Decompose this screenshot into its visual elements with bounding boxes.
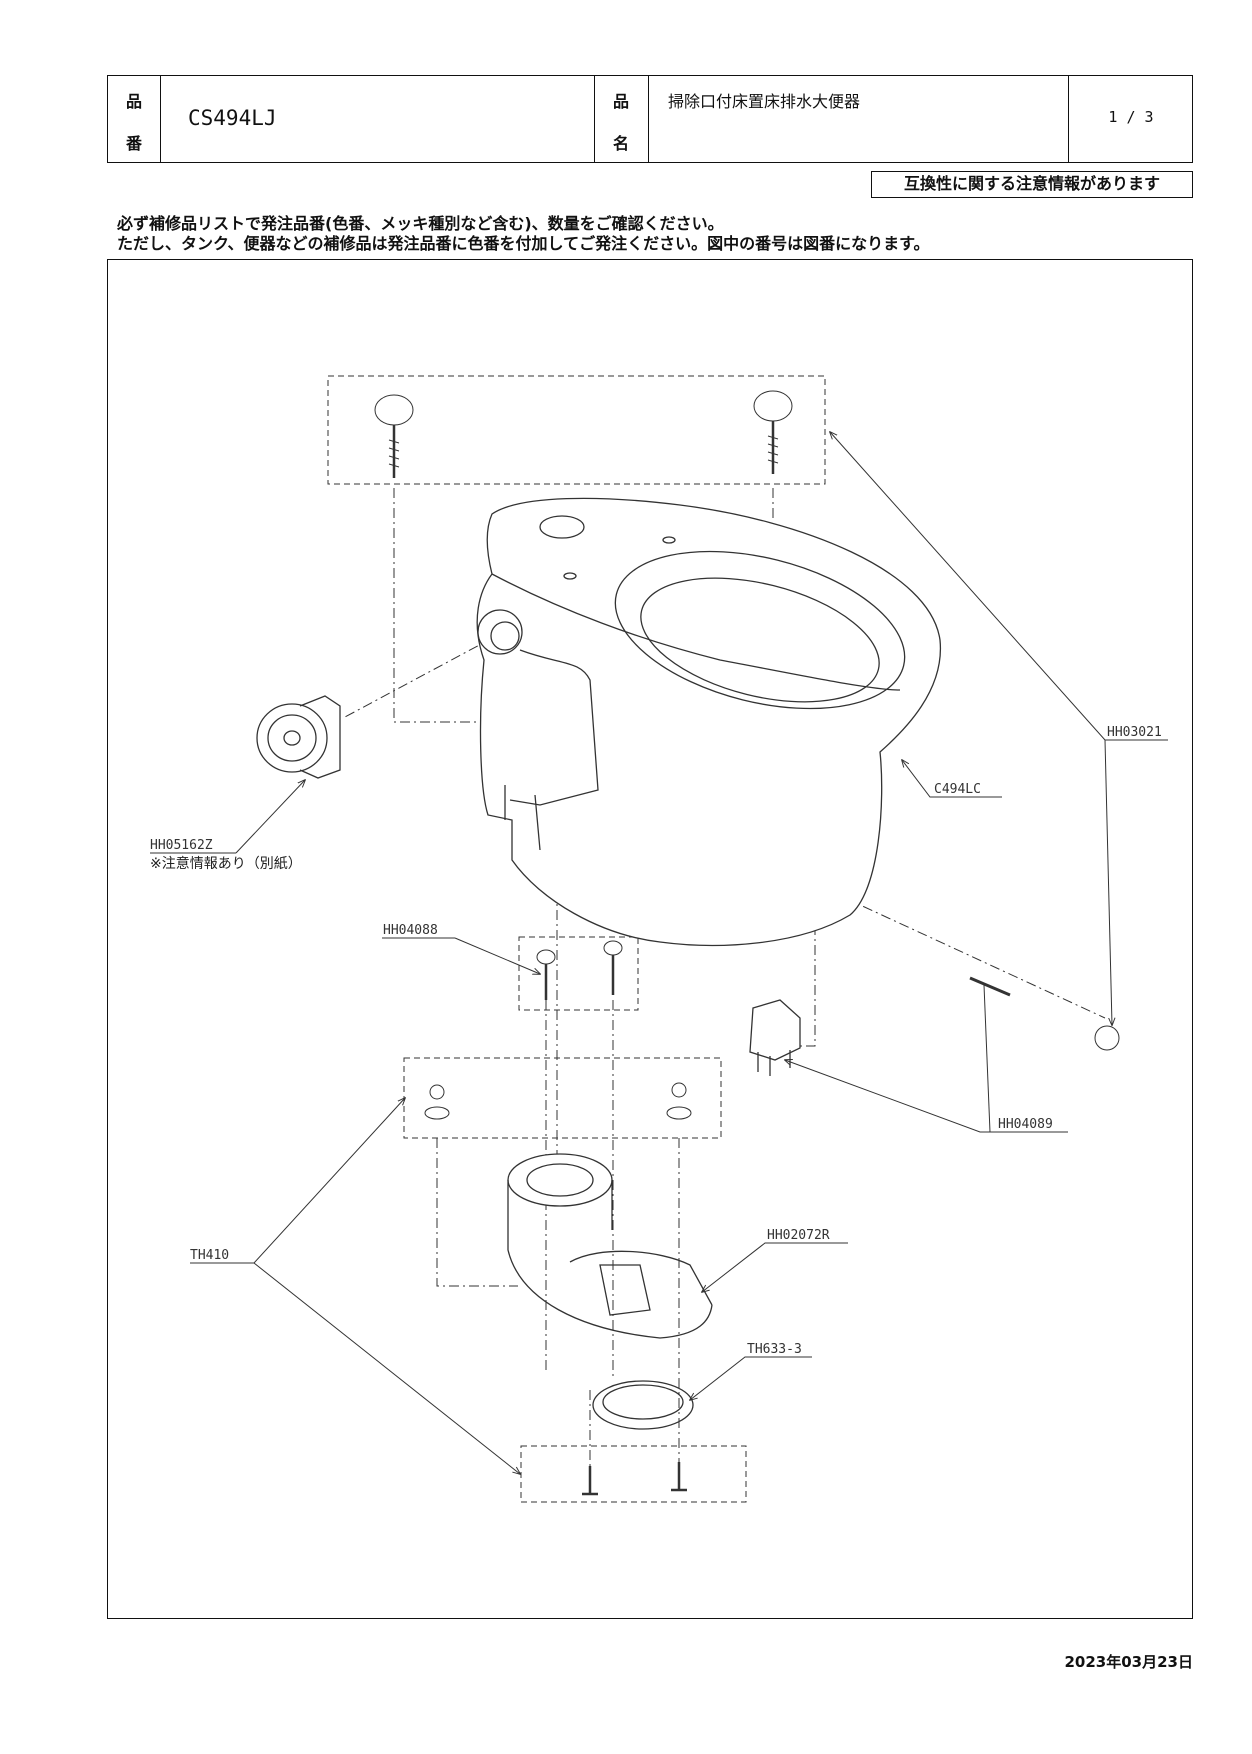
label-C494LC: C494LC bbox=[934, 782, 981, 797]
header-divider bbox=[648, 76, 649, 162]
diagram-frame bbox=[107, 259, 1193, 1619]
wood-screws bbox=[536, 940, 623, 1000]
label-HH02072R: HH02072R bbox=[767, 1228, 830, 1243]
cap-right-side bbox=[1094, 1025, 1120, 1051]
instruction-line-1: 必ず補修品リストで発注品番(色番、メッキ種別など含む)、数量をご確認ください。 bbox=[117, 214, 724, 233]
cap-bolt-right bbox=[753, 390, 793, 474]
t-bolts bbox=[582, 1462, 687, 1496]
drain-elbow bbox=[507, 1153, 713, 1339]
label-underlines bbox=[150, 739, 1168, 1358]
label-hinmei-2: 名 bbox=[612, 134, 629, 153]
header-divider bbox=[594, 76, 595, 162]
issue-date: 2023年03月23日 bbox=[1064, 1653, 1194, 1671]
label-hinban-1: 品 bbox=[125, 92, 142, 111]
gasket-ring bbox=[592, 1380, 694, 1430]
label-hinban-2: 番 bbox=[125, 134, 142, 153]
label-hinmei-1: 品 bbox=[612, 92, 629, 111]
side-bracket bbox=[749, 976, 1011, 1076]
instruction-line-2: ただし、タンク、便器などの補修品は発注品番に色番を付加してご発注ください。図中の… bbox=[117, 234, 930, 253]
label-HH03021: HH03021 bbox=[1107, 725, 1162, 740]
label-HH04089: HH04089 bbox=[998, 1117, 1053, 1132]
toilet-bowl-outline bbox=[476, 497, 941, 947]
note-HH05162Z: ※注意情報あり（別紙） bbox=[150, 855, 302, 872]
product-code: CS494LJ bbox=[188, 106, 277, 130]
header-divider bbox=[160, 76, 161, 162]
label-HH05162Z: HH05162Z bbox=[150, 838, 213, 853]
label-HH04088: HH04088 bbox=[383, 923, 438, 938]
nuts-washers bbox=[424, 1082, 692, 1120]
header-divider bbox=[1068, 76, 1069, 162]
product-name: 掃除口付床置床排水大便器 bbox=[668, 92, 861, 111]
page-number: 1 / 3 bbox=[1108, 108, 1154, 126]
cap-bolt-left bbox=[374, 394, 414, 478]
header-table: 品 番 CS494LJ 品 名 掃除口付床置床排水大便器 1 / 3 bbox=[107, 75, 1193, 163]
label-TH633-3: TH633-3 bbox=[747, 1342, 802, 1357]
label-TH410: TH410 bbox=[190, 1248, 229, 1263]
cleaning-plug-part bbox=[256, 695, 341, 779]
compatibility-notice: 互換性に関する注意情報があります bbox=[871, 171, 1193, 198]
